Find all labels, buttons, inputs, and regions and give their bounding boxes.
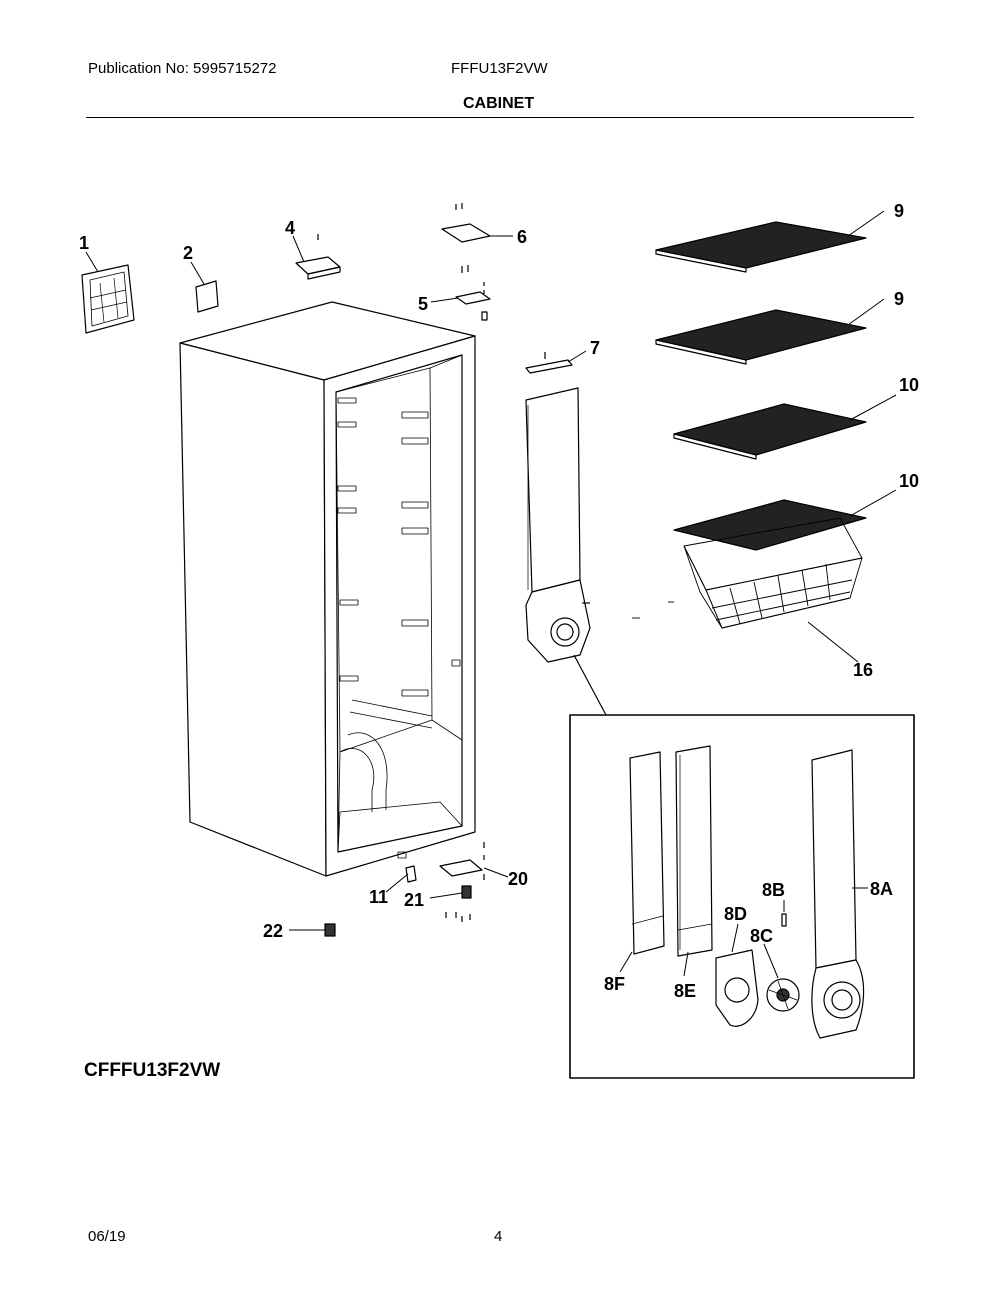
part-4-hinge-cover: [295, 234, 341, 280]
variant-model-label: CFFFU13F2VW: [84, 1060, 221, 1081]
part-8e-panel: [675, 745, 713, 957]
callout-8a: 8A: [870, 879, 893, 899]
callout-2: 2: [183, 243, 193, 263]
callout-10-lower: 10: [899, 471, 919, 491]
callout-8b: 8B: [762, 880, 785, 900]
part-8a-duct: [811, 749, 865, 1039]
detail-leader: [573, 654, 607, 716]
callout-4: 4: [285, 218, 295, 238]
part-2-plate: [195, 280, 219, 313]
part-6-top-hinge: [441, 203, 491, 243]
part-7-bracket: [525, 352, 573, 374]
callout-8e: 8E: [674, 981, 696, 1001]
callout-8c: 8C: [750, 926, 773, 946]
part-8b-clip: [781, 913, 787, 927]
part-8f-panel: [629, 751, 665, 955]
part-21-foot: [445, 885, 472, 922]
callout-6: 6: [517, 227, 527, 247]
part-11-leveler: [405, 865, 417, 883]
publication-number: Publication No: 5995715272: [88, 60, 277, 77]
callout-10-upper: 10: [899, 375, 919, 395]
callout-21: 21: [404, 890, 424, 910]
callout-8f: 8F: [604, 974, 625, 994]
air-duct-assembly: [525, 387, 591, 663]
callout-leaders: [85, 210, 897, 979]
model-number: FFFU13F2VW: [451, 60, 548, 77]
callout-1: 1: [79, 233, 89, 253]
callout-7: 7: [590, 338, 600, 358]
callout-22: 22: [263, 921, 283, 941]
callout-8d: 8D: [724, 904, 747, 924]
part-8d-housing: [715, 949, 759, 1027]
footer-date: 06/19: [88, 1228, 126, 1245]
page-number: 4: [494, 1228, 503, 1245]
shelf-10-lower: [673, 499, 867, 551]
part-8c-fan: [766, 978, 800, 1012]
shelf-10-upper: [673, 403, 867, 460]
part-16-wire-basket: [632, 517, 863, 629]
callout-9-lower: 9: [894, 289, 904, 309]
section-title: CABINET: [463, 95, 535, 112]
part-5-hinge-bracket: [455, 265, 491, 321]
callout-5: 5: [418, 294, 428, 314]
part-1-panel: [81, 264, 135, 334]
part-20-hinge: [439, 842, 485, 880]
callout-20: 20: [508, 869, 528, 889]
shelf-9-upper: [655, 221, 867, 273]
callout-9-upper: 9: [894, 201, 904, 221]
callout-16: 16: [853, 660, 873, 680]
detail-inset-box: [569, 714, 915, 1079]
part-22-foot: [324, 923, 336, 937]
freezer-cabinet: [179, 301, 476, 877]
callout-11: 11: [369, 887, 388, 907]
shelf-9-lower: [655, 309, 867, 365]
header-rule: [86, 117, 914, 118]
